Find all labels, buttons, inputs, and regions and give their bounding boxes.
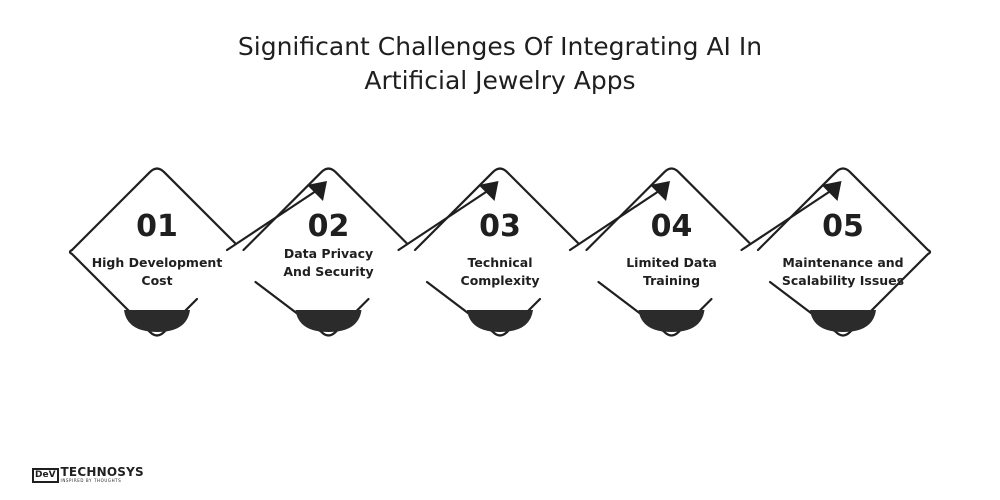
logo-mark: DeV <box>32 467 59 483</box>
step-label: High Development <box>92 255 223 270</box>
arrow-head-icon <box>478 181 499 201</box>
bowl-shape <box>810 310 876 332</box>
step-label: And Security <box>283 264 373 279</box>
bowl-shape <box>467 310 533 332</box>
step-label: Limited Data <box>626 255 717 270</box>
diamond-top-edge <box>756 167 923 252</box>
step-label: Complexity <box>461 273 540 288</box>
step-label: Cost <box>141 273 172 288</box>
step-number: 04 <box>651 209 693 244</box>
arrow-head-icon <box>650 181 670 201</box>
arrow-head-icon <box>307 181 327 201</box>
title-line-1: Significant Challenges Of Integrating AI… <box>237 32 763 61</box>
step-label: Technical <box>468 255 533 270</box>
logo-name: TECHNOSYS <box>60 465 144 479</box>
diamond-bottom-edge <box>597 280 680 337</box>
step-label: Data Privacy <box>284 246 373 261</box>
diamond-right-corner <box>848 241 932 334</box>
company-logo: DeV TECHNOSYS INSPIRED BY THOUGHTS <box>32 464 144 486</box>
step-number: 02 <box>308 209 350 244</box>
bowl-shape <box>295 310 362 332</box>
step-label: Scalability Issues <box>782 273 904 288</box>
title-line-2: Artificial Jewelry Apps <box>364 66 636 95</box>
step-number: 01 <box>136 209 178 244</box>
diagram-title: Significant Challenges Of Integrating AI… <box>0 30 1000 98</box>
step-number: 03 <box>479 209 521 244</box>
diamond-bottom-edge <box>254 280 337 337</box>
diamond-top-edge <box>585 167 751 252</box>
step-label: Maintenance and <box>782 255 903 270</box>
logo-tagline: INSPIRED BY THOUGHTS <box>60 478 122 483</box>
bowl-shape <box>638 310 705 332</box>
bowl-shape <box>124 310 190 332</box>
diamond-top-edge <box>413 167 580 252</box>
arrow-head-icon <box>821 181 842 201</box>
diamond-bottom-edge <box>425 280 509 337</box>
diamond-top-edge <box>70 167 237 252</box>
diamond-bottom-edge <box>768 280 852 337</box>
step-label: Training <box>643 273 700 288</box>
diamond-top-edge <box>242 167 408 252</box>
diamond-bottom-edge <box>68 248 166 337</box>
step-number: 05 <box>822 209 864 244</box>
